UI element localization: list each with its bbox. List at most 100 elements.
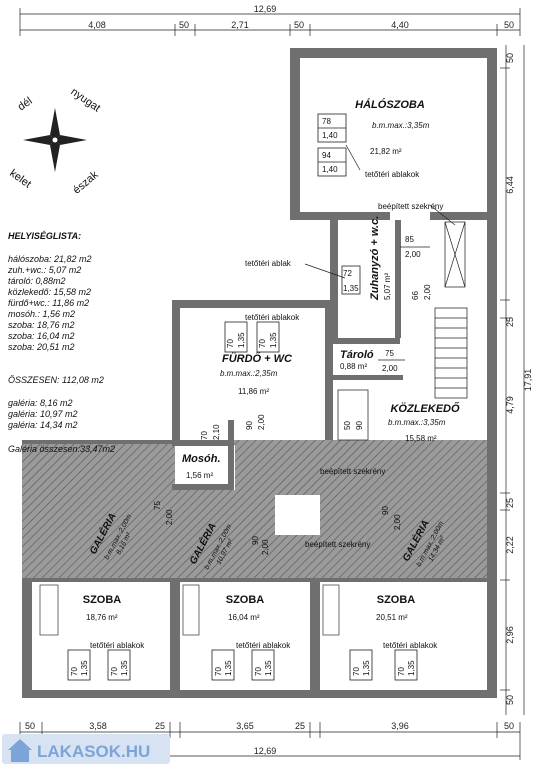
- room-list-item: közlekedő: 15,58 m2: [8, 287, 91, 297]
- window-label: 1,35: [407, 660, 416, 676]
- room-height: b.m.max.:3,35m: [388, 418, 446, 427]
- room-list-item: zuh.+wc.: 5,07 m2: [7, 265, 81, 275]
- room-list-item: hálószoba: 21,82 m2: [8, 254, 92, 264]
- room-name: HÁLÓSZOBA: [355, 98, 425, 111]
- room-area: 1,56 m²: [186, 471, 213, 480]
- gallery-zone: [22, 440, 497, 580]
- house-icon: [8, 739, 32, 762]
- window-label: 1,35: [264, 660, 273, 676]
- room-list-title: HELYISÉGLISTA:: [8, 231, 81, 241]
- compass-rose: [23, 108, 87, 172]
- top-dim-4: 50: [294, 20, 304, 30]
- window-label: 1,35: [269, 332, 278, 348]
- door-label: 66: [411, 291, 420, 300]
- bottom-dim-4: 3,65: [236, 721, 254, 731]
- room-height: b.m.max.:3,35m: [372, 121, 430, 130]
- room-area: 18,76 m²: [86, 613, 118, 622]
- right-dim-4: 4,79: [505, 396, 515, 414]
- room-furdo: tetőtéri ablakok 70 1,35 70 1,35 FÜRDŐ +…: [200, 313, 300, 440]
- room-szoba-3: SZOBA 20,51 m² tetőtéri ablakok 70 1,35 …: [320, 582, 487, 690]
- door-label: 75: [385, 349, 394, 358]
- window-label: 1,40: [322, 131, 338, 140]
- gallery-total: Galéria összesen:33,47m2: [8, 444, 115, 454]
- window-label: 1,35: [224, 660, 233, 676]
- door-label: 70: [200, 431, 209, 440]
- compass-west: nyugat: [68, 86, 102, 115]
- room-list-item: szoba: 18,76 m2: [8, 320, 75, 330]
- room-mosoh: Mosóh. 1,56 m²: [178, 446, 228, 484]
- top-total-dim: 12,69: [254, 4, 277, 14]
- bottom-total-dim: 12,69: [254, 746, 277, 756]
- roof-window-label: tetőtéri ablak: [245, 259, 292, 268]
- window-label: 70: [352, 667, 361, 676]
- bottom-dim-5: 25: [295, 721, 305, 731]
- roof-windows-label: tetőtéri ablakok: [90, 641, 145, 650]
- right-dim-8: 50: [505, 695, 515, 705]
- window-label: 1,35: [362, 660, 371, 676]
- window-label: 70: [110, 667, 119, 676]
- room-name: Mosóh.: [182, 453, 221, 465]
- room-szoba-1: SZOBA 18,76 m² tetőtéri ablakok 70 1,35 …: [32, 582, 170, 690]
- right-dim-3: 25: [505, 317, 515, 327]
- top-dim-2: 50: [179, 20, 189, 30]
- staircase: [435, 221, 467, 389]
- roof-windows-label: tetőtéri ablakok: [383, 641, 438, 650]
- door-label: 75: [153, 501, 162, 510]
- door-label: 2,00: [382, 364, 398, 373]
- right-dim-1: 50: [505, 53, 515, 63]
- logo-text: LAKASOK.HU: [37, 742, 150, 761]
- top-dim-3: 2,71: [231, 20, 249, 30]
- door-label: 2,00: [165, 509, 174, 525]
- gallery-list-item: galéria: 14,34 m2: [8, 420, 78, 430]
- roof-window-label: tetőtéri ablakok: [365, 170, 420, 179]
- right-dim-2: 6,44: [505, 176, 515, 194]
- top-dim-6: 50: [504, 20, 514, 30]
- room-area: 0,88 m²: [340, 362, 367, 371]
- lakasok-logo[interactable]: LAKASOK.HU: [0, 730, 175, 768]
- window-label: 1,35: [237, 332, 246, 348]
- room-height: b.m.max.:2,35m: [220, 369, 278, 378]
- room-area: 21,82 m²: [370, 147, 402, 156]
- window-label: 1,35: [343, 284, 359, 293]
- window-label: 78: [322, 117, 331, 126]
- room-kozlekedo: KÖZLEKEDŐ b.m.max.:3,35m 15,58 m² 50 90: [337, 389, 460, 443]
- wardrobe-label: beépített szekrény: [320, 467, 385, 476]
- bottom-dim-7: 50: [504, 721, 514, 731]
- right-dim-6: 2,22: [505, 536, 515, 554]
- roof-windows-label: tetőtéri ablakok: [236, 641, 291, 650]
- top-dim-1: 4,08: [88, 20, 106, 30]
- room-name: Zuhanyzó + w.c.: [369, 216, 381, 301]
- room-name: SZOBA: [226, 594, 265, 606]
- top-dim-5: 4,40: [391, 20, 409, 30]
- door-label: 2,00: [393, 514, 402, 530]
- compass-north: észak: [71, 169, 101, 197]
- room-list-item: tároló: 0,88m2: [8, 276, 66, 286]
- window-label: 1,35: [80, 660, 89, 676]
- room-name: SZOBA: [377, 594, 416, 606]
- door-label: 90: [381, 506, 390, 515]
- window-label: 70: [70, 667, 79, 676]
- door-label: 85: [405, 235, 414, 244]
- gallery-list-item: galéria: 8,16 m2: [8, 398, 73, 408]
- room-area: 20,51 m²: [376, 613, 408, 622]
- top-dimension-line: 12,69 4,08 50 2,71 50 4,40 50: [19, 4, 521, 36]
- right-dim-5: 25: [505, 498, 515, 508]
- roof-windows-label: tetőtéri ablakok: [245, 313, 300, 322]
- room-name: FÜRDŐ + WC: [222, 352, 293, 365]
- room-haloszoba: HÁLÓSZOBA b.m.max.:3,35m 21,82 m² 78 1,4…: [317, 98, 456, 226]
- window-label: 70: [214, 667, 223, 676]
- room-area: 15,58 m²: [405, 434, 437, 443]
- window-label: 70: [226, 339, 235, 348]
- window-label: 1,35: [120, 660, 129, 676]
- room-list-total: ÖSSZESEN: 112,08 m2: [8, 375, 104, 385]
- room-tarolo: Tároló 0,88 m² 75 2,00: [340, 349, 405, 373]
- room-list-item: szoba: 16,04 m2: [8, 331, 75, 341]
- room-list: HELYISÉGLISTA: hálószoba: 21,82 m2 zuh.+…: [7, 231, 115, 454]
- door-label: 2,00: [423, 284, 432, 300]
- right-dim-total: 17,91: [523, 369, 533, 392]
- window-label: 1,40: [322, 165, 338, 174]
- door-label: 2,00: [405, 250, 421, 259]
- room-list-item: mosóh.: 1,56 m2: [8, 309, 75, 319]
- room-name: SZOBA: [83, 594, 122, 606]
